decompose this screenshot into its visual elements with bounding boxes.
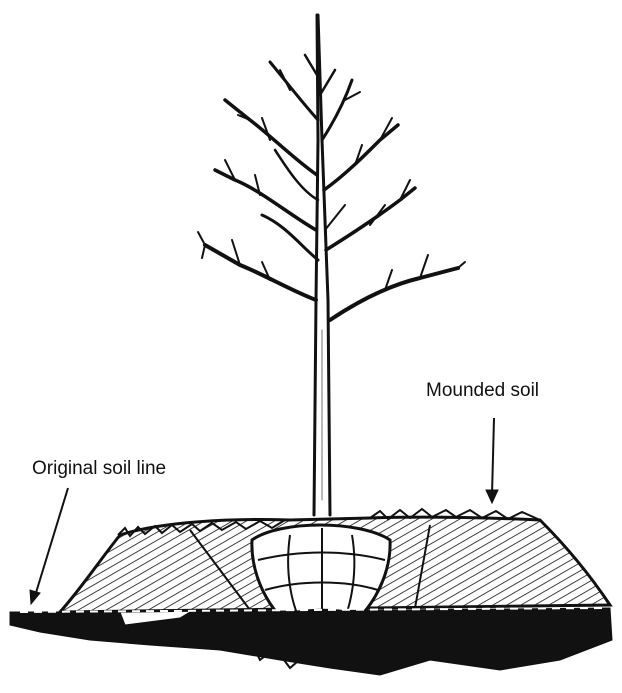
tree	[198, 15, 465, 515]
label-mounded-soil: Mounded soil	[426, 380, 539, 402]
arrow-mounded-soil	[492, 418, 494, 495]
label-original-soil-line: Original soil line	[32, 458, 166, 480]
arrow-original-soil-line	[35, 488, 68, 596]
tree-trunk	[314, 15, 318, 515]
original-ground	[10, 608, 612, 675]
